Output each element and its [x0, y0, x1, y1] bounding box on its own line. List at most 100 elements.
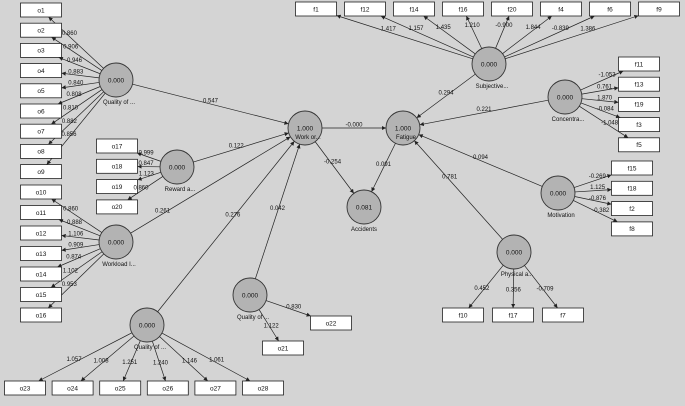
indicator-o25[interactable]: o25 [100, 381, 141, 395]
path-coefficient-quality_of-to-o7: 0.810 [63, 106, 79, 112]
construct-value: 0.000 [139, 322, 156, 329]
indicator-label: o2 [37, 28, 45, 35]
indicator-label: o20 [112, 204, 123, 211]
path-coefficient-reward-to-o17: 0.999 [139, 151, 155, 157]
construct-name: Quality of ... [103, 100, 135, 106]
construct-name: Work or... [295, 135, 321, 141]
indicator-f3[interactable]: f3 [619, 118, 660, 132]
indicator-o9[interactable]: o9 [21, 165, 62, 179]
indicator-o22[interactable]: o22 [311, 316, 352, 330]
indicator-o8[interactable]: o8 [21, 144, 62, 158]
indicator-f2[interactable]: f2 [612, 202, 653, 216]
indicator-o27[interactable]: o27 [195, 381, 236, 395]
indicator-o26[interactable]: o26 [147, 381, 188, 395]
construct-value: 0.000 [481, 61, 498, 68]
path-coefficient-physical-to-f7: -0.709 [536, 286, 554, 292]
indicator-f14[interactable]: f14 [394, 2, 435, 16]
indicator-f5[interactable]: f5 [619, 138, 660, 152]
indicator-label: f1 [313, 6, 319, 13]
indicator-o11[interactable]: o11 [21, 206, 62, 220]
indicator-o2[interactable]: o2 [21, 23, 62, 37]
indicator-o13[interactable]: o13 [21, 247, 62, 261]
path-coefficient-quality_of-to-o5: 0.840 [68, 80, 84, 86]
indicator-label: o23 [20, 385, 31, 392]
indicator-o28[interactable]: o28 [243, 381, 284, 395]
construct-name: Fatigue [396, 135, 417, 141]
indicator-o5[interactable]: o5 [21, 84, 62, 98]
indicator-f12[interactable]: f12 [345, 2, 386, 16]
indicator-o24[interactable]: o24 [52, 381, 93, 395]
indicator-o6[interactable]: o6 [21, 104, 62, 118]
indicator-f20[interactable]: f20 [492, 2, 533, 16]
construct-name: Subjective... [476, 84, 509, 90]
indicator-f18[interactable]: f18 [612, 181, 653, 195]
path-coefficient-concentra-to-f13: 0.761 [597, 85, 613, 91]
indicator-o20[interactable]: o20 [97, 200, 138, 214]
indicator-f13[interactable]: f13 [619, 77, 660, 91]
path-coefficient-concentra-to-f3: -0.084 [597, 107, 615, 113]
path-coefficient-quality_of-to-o9: 0.856 [61, 132, 77, 138]
indicator-o17[interactable]: o17 [97, 139, 138, 153]
indicator-f15[interactable]: f15 [612, 161, 653, 175]
path-coefficient-subjective-to-f9: 1.386 [580, 27, 596, 33]
indicator-o21[interactable]: o21 [263, 341, 304, 355]
indicator-o12[interactable]: o12 [21, 226, 62, 240]
indicator-f4[interactable]: f4 [541, 2, 582, 16]
indicator-o23[interactable]: o23 [5, 381, 46, 395]
indicator-f16[interactable]: f16 [443, 2, 484, 16]
indicator-label: f18 [627, 186, 636, 193]
path-coefficient-quality_bottom-to-work_or: 0.276 [225, 212, 241, 218]
indicator-o15[interactable]: o15 [21, 288, 62, 302]
path-coefficient-quality_of-to-work_or: 0.547 [203, 99, 219, 105]
indicator-o19[interactable]: o19 [97, 180, 138, 194]
indicator-o18[interactable]: o18 [97, 159, 138, 173]
indicator-o10[interactable]: o10 [21, 185, 62, 199]
indicator-f8[interactable]: f8 [612, 222, 653, 236]
indicator-o1[interactable]: o1 [21, 3, 62, 17]
path-coefficient-quality_of-to-o6: 0.808 [67, 92, 83, 98]
indicator-o16[interactable]: o16 [21, 308, 62, 322]
indicator-o7[interactable]: o7 [21, 124, 62, 138]
indicator-f10[interactable]: f10 [443, 308, 484, 322]
indicator-f1[interactable]: f1 [296, 2, 337, 16]
indicator-o4[interactable]: o4 [21, 64, 62, 78]
path-coefficient-quality_bottom-to-o24: 1.008 [94, 358, 110, 364]
indicator-label: o22 [326, 320, 337, 327]
indicator-label: f14 [409, 6, 418, 13]
indicator-o14[interactable]: o14 [21, 267, 62, 281]
indicator-f19[interactable]: f19 [619, 97, 660, 111]
indicator-f17[interactable]: f17 [493, 308, 534, 322]
path-coefficient-work_or-to-fatigue: -0.000 [345, 123, 363, 129]
path-coefficient-subjective-to-f6: -0.839 [552, 26, 570, 32]
indicator-o3[interactable]: o3 [21, 43, 62, 57]
path-coefficient-motivation-to-f18: 1.125 [590, 185, 606, 191]
path-coefficient-physical-to-fatigue: 0.781 [442, 175, 458, 181]
indicator-label: o27 [210, 385, 221, 392]
indicator-label: f15 [627, 165, 636, 172]
construct-name: Concentra... [552, 117, 585, 123]
indicator-f11[interactable]: f11 [619, 57, 660, 71]
construct-concentra[interactable]: 0.000Concentra... [548, 80, 585, 123]
indicator-label: o15 [36, 292, 47, 299]
path-coefficient-workload-to-o12: 1.106 [68, 232, 84, 238]
path-arrow-subjective-to-f16 [466, 16, 481, 49]
indicator-f9[interactable]: f9 [639, 2, 680, 16]
path-coefficient-workload-to-o10: 0.860 [63, 206, 79, 212]
indicator-f6[interactable]: f6 [590, 2, 631, 16]
indicator-label: o14 [36, 271, 47, 278]
indicator-f7[interactable]: f7 [543, 308, 584, 322]
path-coefficient-fatigue-to-accidents: 0.091 [376, 162, 392, 168]
path-arrow-subjective-to-f6 [504, 16, 594, 57]
